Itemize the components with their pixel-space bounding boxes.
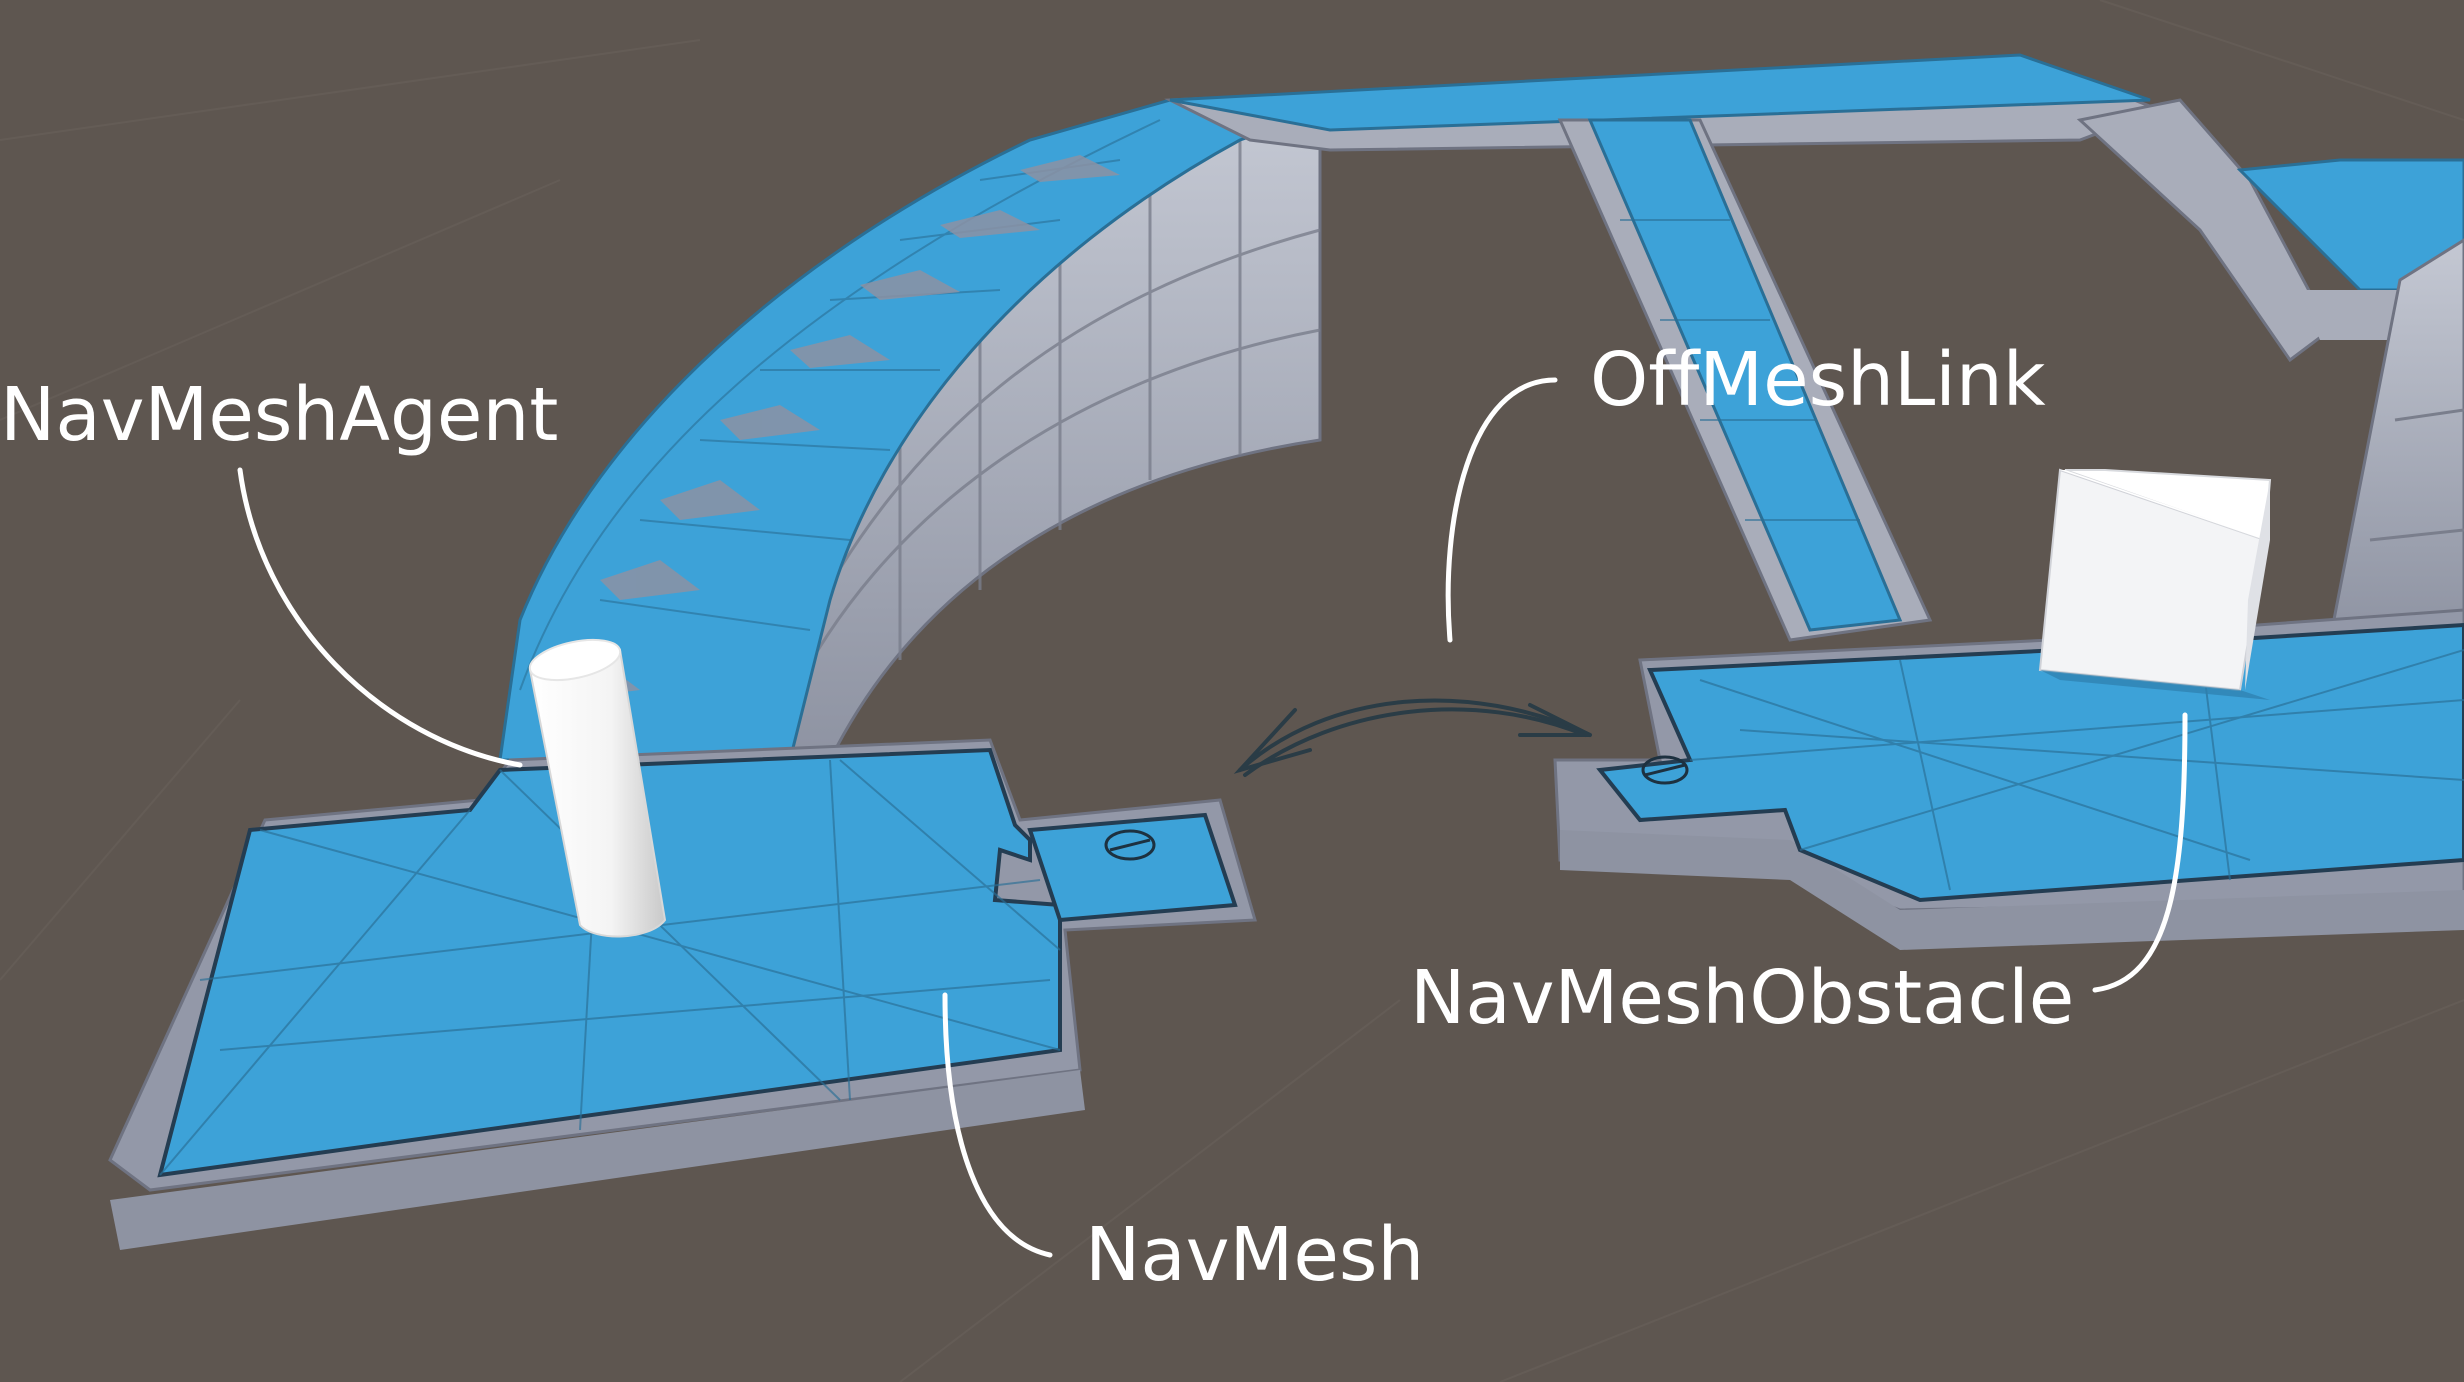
- navmesh-label: NavMesh: [1085, 1212, 1424, 1298]
- obstacle-cube: [2040, 470, 2270, 700]
- offmeshlink-label: OffMeshLink: [1590, 337, 2046, 423]
- navmesh-agent-label: NavMeshAgent: [0, 372, 558, 458]
- navmesh-obstacle-label: NavMeshObstacle: [1410, 955, 2074, 1041]
